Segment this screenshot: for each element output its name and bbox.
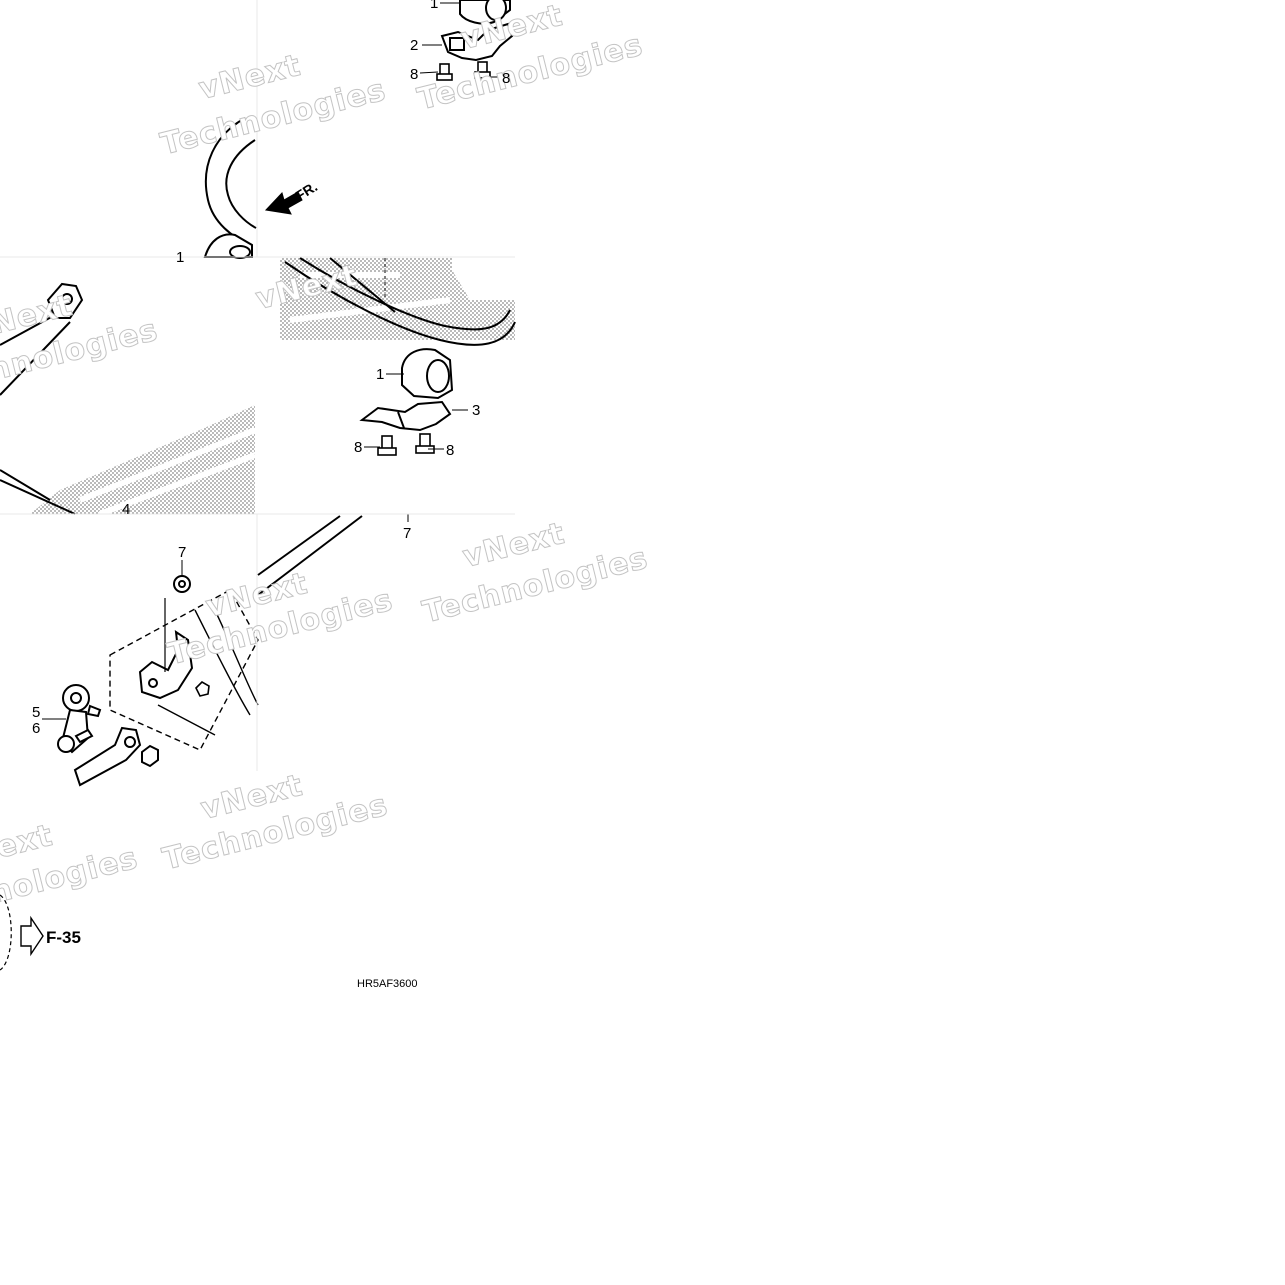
callout-label: 1: [376, 366, 385, 383]
callout-label: 1: [430, 0, 439, 12]
callout-label: 7: [403, 525, 412, 542]
stabilizer-bar-middle: [0, 314, 76, 515]
direction-arrow-icon: [264, 191, 303, 215]
bushing-upper: [203, 233, 253, 259]
end-link: [57, 684, 102, 754]
nut-small: [195, 681, 210, 697]
callout-label: 7: [178, 544, 187, 561]
bar-end-eye-lower: [73, 726, 142, 787]
bushing-right: [401, 348, 454, 400]
bolts-top-crop: [436, 61, 491, 81]
holder-right: [359, 400, 452, 432]
stipple-background-left: [30, 405, 255, 514]
callout-label: 8: [410, 66, 419, 83]
callout-label: 6: [32, 720, 41, 737]
callout-label: 8: [354, 439, 363, 456]
callout-label: 5: [32, 704, 41, 721]
callout-label: 8: [446, 442, 455, 459]
bar-end-eye: [46, 282, 84, 319]
body-panel-lines: [157, 599, 259, 736]
bushing-top-crop: [459, 0, 511, 25]
holder-top-crop: [440, 22, 514, 62]
stabilizer-bar-lower: [257, 515, 363, 596]
stabilizer-bar-right: [284, 257, 516, 346]
bolts-right: [377, 433, 435, 456]
callout-label: 2: [410, 37, 419, 54]
callout-label: 4: [122, 501, 131, 518]
nut-upper: [173, 575, 191, 593]
figure-code: HR5AF3600: [357, 978, 418, 990]
callout-label: 8: [502, 70, 511, 87]
link-bracket: [138, 629, 194, 700]
nut-lower: [141, 744, 159, 768]
panel-dividers: [0, 0, 515, 771]
stipple-background-top: [280, 258, 515, 340]
reference-label[interactable]: F-35: [46, 928, 81, 947]
reference-arrow-icon: [20, 915, 44, 957]
callout-label: 3: [472, 402, 481, 419]
callout-label: 1: [176, 249, 185, 266]
